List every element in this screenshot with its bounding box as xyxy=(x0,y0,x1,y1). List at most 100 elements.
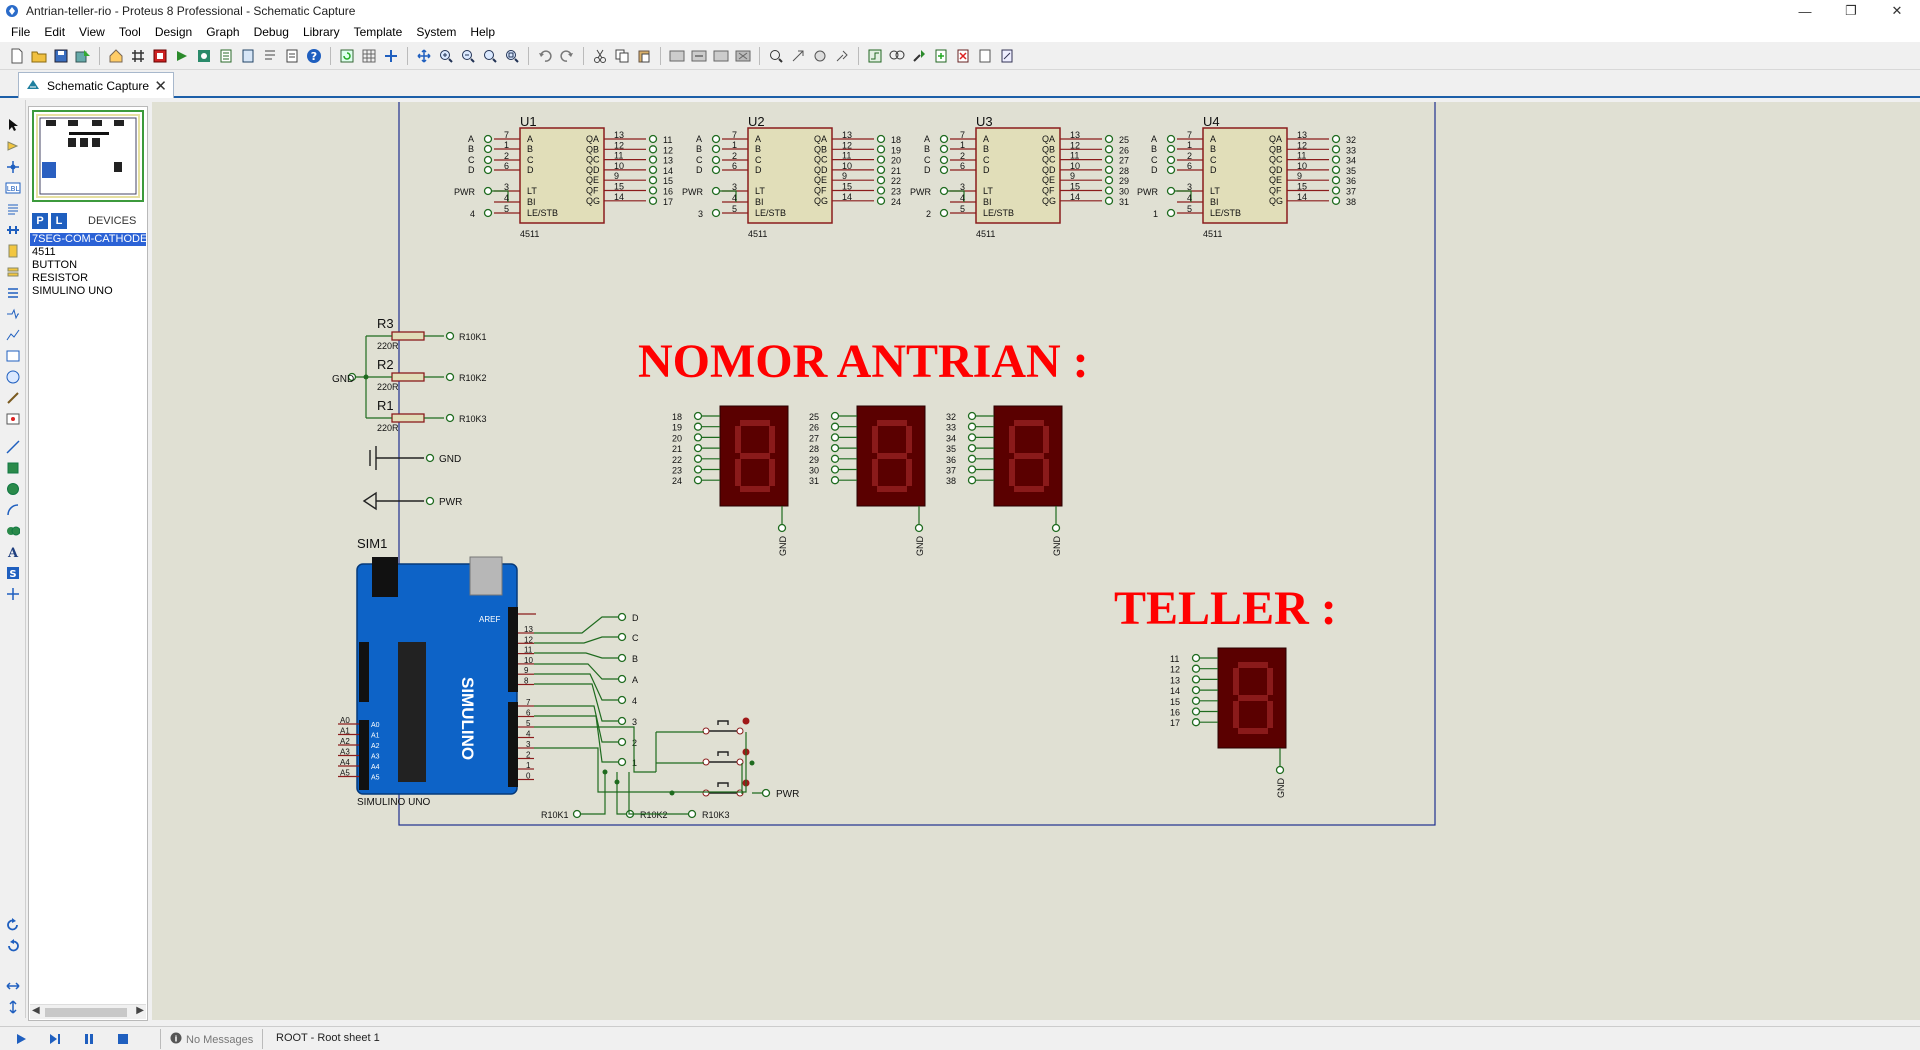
design-explorer-icon[interactable] xyxy=(239,47,257,65)
box-mode-icon[interactable] xyxy=(4,459,22,477)
block-rotate-icon[interactable] xyxy=(712,47,730,65)
menu-system[interactable]: System xyxy=(416,25,457,39)
menu-graph[interactable]: Graph xyxy=(206,25,240,39)
selection-mode-icon[interactable] xyxy=(4,116,22,134)
zoom-all-icon[interactable] xyxy=(481,47,499,65)
device-pins-mode-icon[interactable] xyxy=(4,284,22,302)
text-mode-icon[interactable]: A xyxy=(4,543,22,561)
import-icon[interactable] xyxy=(74,47,92,65)
zoom-out-icon[interactable] xyxy=(459,47,477,65)
bom-icon[interactable] xyxy=(217,47,235,65)
menu-debug[interactable]: Debug xyxy=(253,25,289,39)
virtual-instruments-icon[interactable] xyxy=(4,410,22,428)
scroll-right-icon[interactable]: ▶ xyxy=(136,1005,144,1016)
schematic-icon[interactable] xyxy=(129,47,147,65)
restore-icon[interactable]: ❐ xyxy=(1845,3,1857,18)
netlist-icon[interactable] xyxy=(998,47,1016,65)
zoom-in-icon[interactable] xyxy=(437,47,455,65)
overview-window[interactable] xyxy=(32,110,144,202)
device-item[interactable]: BUTTON xyxy=(32,259,78,271)
mirror-horizontal-icon[interactable] xyxy=(4,977,22,995)
pick-devices-button[interactable]: P xyxy=(32,213,48,229)
line-mode-icon[interactable] xyxy=(4,438,22,456)
pick-device-icon[interactable] xyxy=(767,47,785,65)
block-delete-icon[interactable] xyxy=(734,47,752,65)
pcb-icon[interactable] xyxy=(151,47,169,65)
menu-design[interactable]: Design xyxy=(154,25,193,39)
packaging-icon[interactable] xyxy=(811,47,829,65)
origin-icon[interactable] xyxy=(382,47,400,65)
save-icon[interactable] xyxy=(52,47,70,65)
block-move-icon[interactable] xyxy=(690,47,708,65)
current-probe-icon[interactable] xyxy=(4,389,22,407)
arc-mode-icon[interactable] xyxy=(4,501,22,519)
junction-mode-icon[interactable] xyxy=(4,158,22,176)
step-icon[interactable] xyxy=(42,1029,68,1049)
generator-mode-icon[interactable] xyxy=(4,347,22,365)
rotate-anticlockwise-icon[interactable] xyxy=(4,937,22,955)
minimize-icon[interactable]: — xyxy=(1798,3,1812,19)
buses-mode-icon[interactable] xyxy=(4,221,22,239)
pause-icon[interactable] xyxy=(76,1029,102,1049)
marker-mode-icon[interactable] xyxy=(4,585,22,603)
wire-autorouter-icon[interactable] xyxy=(866,47,884,65)
tab-schematic-capture[interactable]: Schematic Capture ✕ xyxy=(18,72,174,98)
gerber-icon[interactable] xyxy=(195,47,213,65)
open-folder-icon[interactable] xyxy=(30,47,48,65)
play-icon[interactable] xyxy=(8,1029,34,1049)
undo-icon[interactable] xyxy=(536,47,554,65)
menu-help[interactable]: Help xyxy=(470,25,496,39)
symbol-mode-icon[interactable]: S xyxy=(4,564,22,582)
subcircuit-mode-icon[interactable] xyxy=(4,242,22,260)
search-tag-icon[interactable] xyxy=(888,47,906,65)
exit-parent-icon[interactable] xyxy=(976,47,994,65)
source-code-icon[interactable] xyxy=(261,47,279,65)
cut-icon[interactable] xyxy=(591,47,609,65)
remove-sheet-icon[interactable] xyxy=(954,47,972,65)
wire-label-icon[interactable]: LBL xyxy=(4,179,22,197)
notes-icon[interactable] xyxy=(283,47,301,65)
library-manager-button[interactable]: L xyxy=(51,213,67,229)
scroll-thumb[interactable] xyxy=(45,1008,127,1017)
tab-close-icon[interactable]: ✕ xyxy=(154,78,167,95)
menu-file[interactable]: File xyxy=(11,25,31,39)
mirror-vertical-icon[interactable] xyxy=(4,998,22,1016)
menu-edit[interactable]: Edit xyxy=(44,25,66,39)
scroll-left-icon[interactable]: ◀ xyxy=(32,1005,40,1016)
make-device-icon[interactable] xyxy=(789,47,807,65)
3d-view-icon[interactable] xyxy=(173,47,191,65)
block-copy-icon[interactable] xyxy=(668,47,686,65)
device-item[interactable]: SIMULINO UNO xyxy=(32,285,113,297)
zoom-area-icon[interactable] xyxy=(503,47,521,65)
copy-icon[interactable] xyxy=(613,47,631,65)
close-icon[interactable]: ✕ xyxy=(1891,3,1903,18)
grid-icon[interactable] xyxy=(360,47,378,65)
menu-library[interactable]: Library xyxy=(302,25,340,39)
graph-mode-icon[interactable] xyxy=(4,305,22,323)
path-mode-icon[interactable] xyxy=(4,522,22,540)
paste-icon[interactable] xyxy=(635,47,653,65)
stop-icon[interactable] xyxy=(110,1029,136,1049)
voltage-probe-icon[interactable] xyxy=(4,368,22,386)
device-item[interactable]: 7SEG-COM-CATHODE xyxy=(30,233,148,246)
home-icon[interactable] xyxy=(107,47,125,65)
device-list-scrollbar[interactable]: ◀ ▶ xyxy=(30,1004,146,1019)
terminals-mode-icon[interactable] xyxy=(4,263,22,281)
menu-view[interactable]: View xyxy=(79,25,105,39)
device-item[interactable]: RESISTOR xyxy=(32,272,89,284)
text-script-icon[interactable] xyxy=(4,200,22,218)
property-tool-icon[interactable] xyxy=(910,47,928,65)
refresh-icon[interactable] xyxy=(338,47,356,65)
help-icon[interactable]: ? xyxy=(305,47,323,65)
new-file-icon[interactable] xyxy=(8,47,26,65)
menu-tool[interactable]: Tool xyxy=(118,25,141,39)
pan-icon[interactable] xyxy=(415,47,433,65)
messages-indicator[interactable]: i No Messages xyxy=(170,1032,253,1047)
rotate-clockwise-icon[interactable] xyxy=(4,916,22,934)
decompose-icon[interactable] xyxy=(833,47,851,65)
tape-recorder-icon[interactable] xyxy=(4,326,22,344)
new-sheet-icon[interactable] xyxy=(932,47,950,65)
component-mode-icon[interactable] xyxy=(4,137,22,155)
